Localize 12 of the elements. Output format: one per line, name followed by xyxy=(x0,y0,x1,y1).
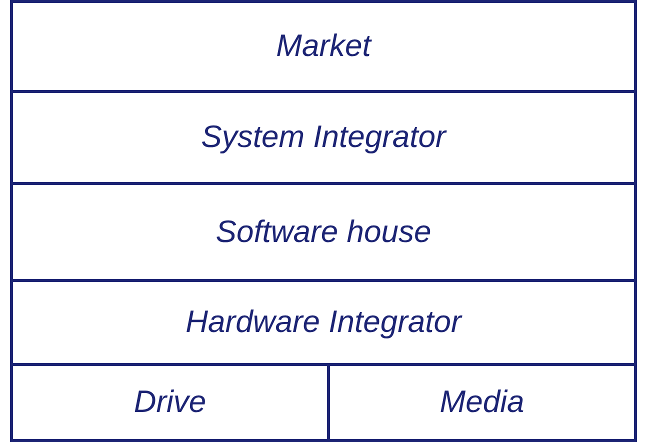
layer-band xyxy=(10,279,637,366)
layer-band xyxy=(10,182,637,282)
layer-band xyxy=(327,363,637,442)
layer-label: Market xyxy=(276,27,371,66)
layer-label: System Integrator xyxy=(201,118,446,156)
layer-label: Drive xyxy=(134,383,206,422)
layer-band xyxy=(10,363,330,442)
layer-band xyxy=(10,90,637,185)
layer-label: Software house xyxy=(216,212,432,251)
layer-band xyxy=(10,0,637,93)
layer-label: Hardware Integrator xyxy=(186,303,462,342)
layer-label: Media xyxy=(440,383,524,422)
